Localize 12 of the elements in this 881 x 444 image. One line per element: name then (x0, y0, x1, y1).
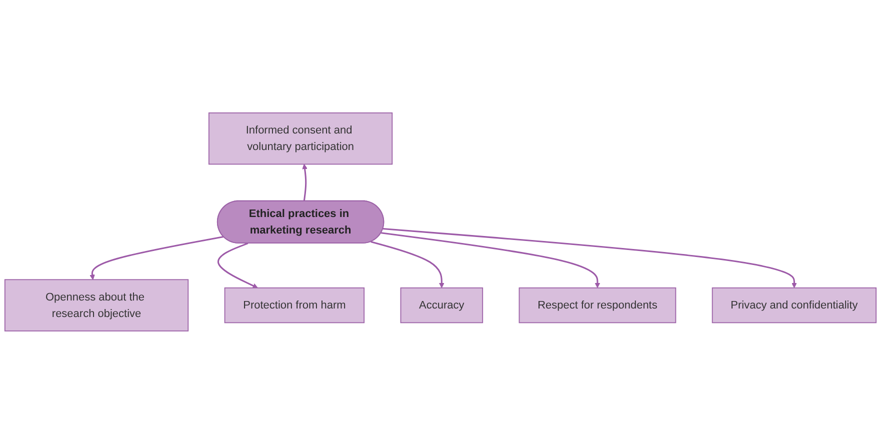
node-box: Openness about the research objective (4, 279, 189, 332)
arrow (302, 164, 308, 202)
node-box: Protection from harm (224, 288, 365, 324)
arrow (382, 228, 797, 288)
arrow (381, 232, 600, 288)
node-box: Respect for respondents (518, 288, 676, 324)
node-box: Informed consent and voluntary participation (208, 112, 393, 165)
arrow (370, 241, 444, 288)
node-box: Privacy and confidentiality (712, 288, 877, 324)
arrow (218, 242, 258, 288)
node-box: Accuracy (400, 288, 484, 324)
arrow (90, 236, 224, 280)
